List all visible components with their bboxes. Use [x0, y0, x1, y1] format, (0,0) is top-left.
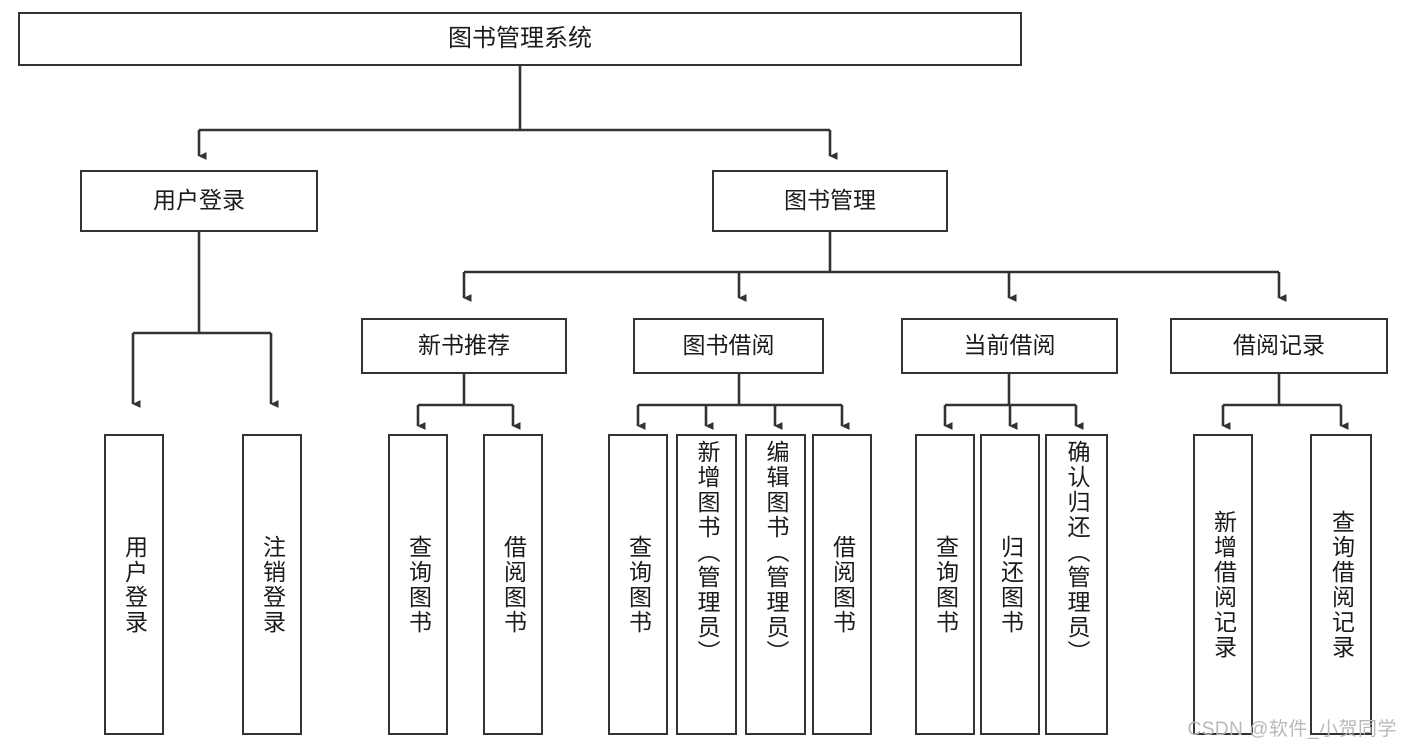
node-label: 用户登录: [121, 534, 148, 635]
leaf-return-book[interactable]: 归还图书: [980, 434, 1040, 735]
leaf-logout-login[interactable]: 注销登录: [242, 434, 302, 735]
node-root-book-management-system[interactable]: 图书管理系统: [18, 12, 1022, 66]
leaf-add-borrow-record[interactable]: 新增借阅记录: [1193, 434, 1253, 735]
leaf-user-login[interactable]: 用户登录: [104, 434, 164, 735]
leaf-query-book-current[interactable]: 查询图书: [915, 434, 975, 735]
node-borrow-record[interactable]: 借阅记录: [1170, 318, 1388, 374]
node-label: 确认归还（管理员）: [1064, 440, 1090, 665]
leaf-borrow-book-recommendation[interactable]: 借阅图书: [483, 434, 543, 735]
node-label: 图书借阅: [682, 332, 775, 359]
leaf-add-book-admin[interactable]: 新增图书（管理员）: [676, 434, 737, 735]
node-label: 借阅图书: [500, 534, 527, 635]
node-label: 编辑图书（管理员）: [763, 440, 789, 665]
leaf-confirm-return-admin[interactable]: 确认归还（管理员）: [1045, 434, 1108, 735]
node-book-borrow[interactable]: 图书借阅: [633, 318, 824, 374]
node-label: 当前借阅: [963, 332, 1056, 359]
node-label: 借阅记录: [1233, 332, 1325, 359]
node-label: 查询图书: [932, 534, 959, 635]
node-label: 新增图书（管理员）: [694, 440, 720, 665]
leaf-borrow-book[interactable]: 借阅图书: [812, 434, 872, 735]
node-label: 查询图书: [405, 534, 432, 635]
node-label: 查询借阅记录: [1328, 509, 1355, 660]
node-user-login[interactable]: 用户登录: [80, 170, 318, 232]
node-label: 图书管理: [784, 187, 876, 214]
node-label: 注销登录: [259, 534, 286, 635]
node-label: 查询图书: [625, 534, 652, 635]
node-new-book-recommendation[interactable]: 新书推荐: [361, 318, 567, 374]
node-label: 归还图书: [997, 534, 1024, 635]
leaf-edit-book-admin[interactable]: 编辑图书（管理员）: [745, 434, 806, 735]
leaf-query-book-recommendation[interactable]: 查询图书: [388, 434, 448, 735]
node-label: 新书推荐: [418, 332, 510, 359]
node-label: 用户登录: [153, 187, 245, 214]
node-label: 借阅图书: [829, 534, 856, 635]
watermark-text: CSDN @软件_小贺同学: [1187, 719, 1397, 740]
node-label: 图书管理系统: [448, 24, 592, 52]
node-current-borrow[interactable]: 当前借阅: [901, 318, 1118, 374]
node-label: 新增借阅记录: [1210, 509, 1237, 660]
leaf-query-book-borrow[interactable]: 查询图书: [608, 434, 668, 735]
node-book-management[interactable]: 图书管理: [712, 170, 948, 232]
leaf-query-borrow-record[interactable]: 查询借阅记录: [1310, 434, 1372, 735]
